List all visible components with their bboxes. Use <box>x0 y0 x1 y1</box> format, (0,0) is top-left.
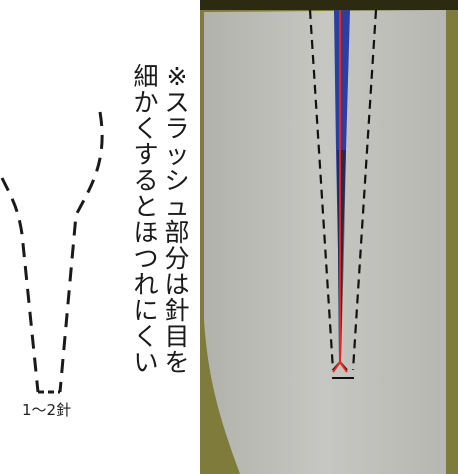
photo-left-guide-line <box>308 9 335 371</box>
stitch-count-label: 1～2針 <box>22 401 72 419</box>
dart-diagram <box>0 111 104 394</box>
dart-photo <box>200 0 458 474</box>
photo-dark-band <box>200 0 458 10</box>
slash-note-line-2: 細 か く す る と ほ つ れ に く い <box>133 62 159 377</box>
dart-right-dashed-line <box>58 111 104 393</box>
dart-left-dashed-line <box>0 177 40 393</box>
photo-right-guide-line <box>351 9 378 371</box>
slash-note-line-1: ※ ス ラ ッ シ ュ 部 分 は 針 目 を <box>164 62 190 377</box>
photo-red-seam-line <box>332 10 348 373</box>
